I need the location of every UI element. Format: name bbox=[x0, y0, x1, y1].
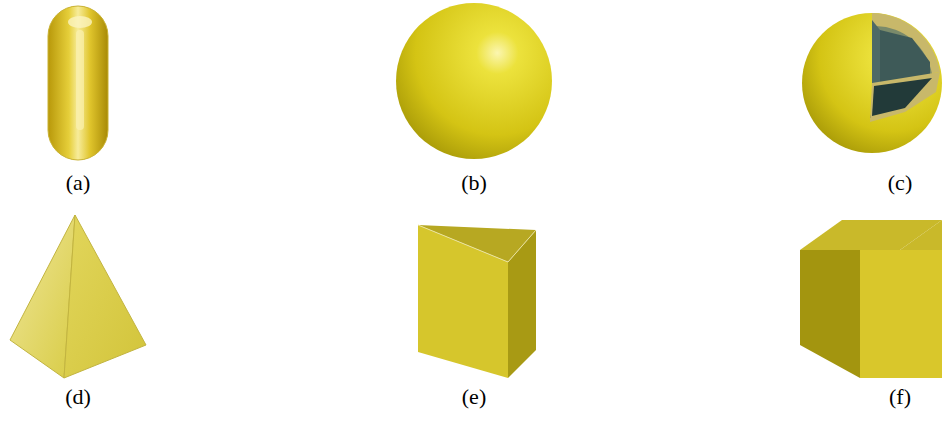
capsule-shape bbox=[48, 6, 108, 160]
sphere-shape bbox=[396, 3, 552, 159]
subfigure-label: (a) bbox=[66, 172, 90, 194]
core-shell-sphere bbox=[802, 13, 942, 153]
triangular-prism bbox=[418, 225, 536, 378]
pyramid-shape bbox=[10, 215, 146, 378]
cube-shape bbox=[800, 220, 942, 378]
subfigure-label: (b) bbox=[461, 172, 487, 194]
subfigure-label: (e) bbox=[462, 386, 486, 408]
subfigure-label: (f) bbox=[889, 386, 911, 408]
subfigure-label: (d) bbox=[65, 386, 91, 408]
subfigure-label: (c) bbox=[888, 172, 912, 194]
